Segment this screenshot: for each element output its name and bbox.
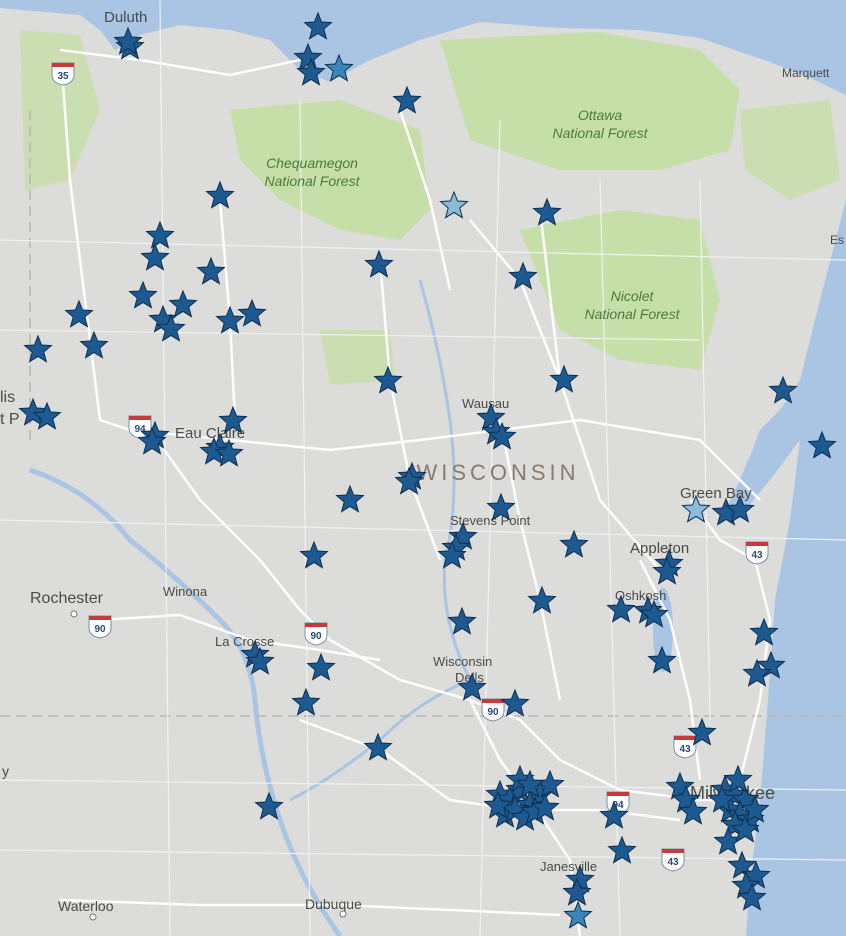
shield-label: 43 <box>751 550 763 561</box>
interstate-shield-icon: 43 <box>745 541 769 565</box>
city-label-waterloo: Waterloo <box>58 898 114 914</box>
lake-superior <box>0 0 846 95</box>
city-label-dubuque: Dubuque <box>305 896 362 912</box>
interstate-shield-icon: 94 <box>606 791 630 815</box>
state-label: WISCONSIN <box>416 460 579 485</box>
forest-ottawa <box>440 32 740 170</box>
forest-label-ottawa-2: National Forest <box>553 125 649 141</box>
city-label-duluth: Duluth <box>104 9 147 26</box>
city-label-appleton: Appleton <box>630 540 689 557</box>
city-dot-icon <box>339 910 347 918</box>
forest-upper-mi <box>740 100 840 200</box>
mississippi-river <box>29 467 343 936</box>
shield-label: 43 <box>667 857 679 868</box>
forest-label-nicolet-1: Nicolet <box>611 288 655 304</box>
interstate-shield-icon: 94 <box>128 415 152 439</box>
city-label-fragment-3: y <box>2 763 9 779</box>
shield-label: 35 <box>57 71 69 82</box>
interstate-shield-icon: 43 <box>661 848 685 872</box>
forest-nicolet <box>520 210 720 370</box>
shield-label: 94 <box>612 800 624 811</box>
city-label-fragment-2: t P <box>0 411 20 428</box>
forest-west <box>20 30 100 190</box>
city-label-wisconsin-dells-2: Dells <box>455 670 484 685</box>
city-labels: Duluth Marquett Wausau Eau Claire Green … <box>0 9 844 914</box>
shield-label: 90 <box>487 707 499 718</box>
forest-label-chequamegon-1: Chequamegon <box>266 155 358 171</box>
forest-label-nicolet-2: National Forest <box>585 306 681 322</box>
lake-michigan <box>730 200 846 936</box>
interstate-shield-icon: 90 <box>88 615 112 639</box>
city-dots <box>70 610 347 921</box>
city-label-fragment-4: Es <box>830 233 844 247</box>
city-dot-icon <box>70 610 78 618</box>
city-label-wisconsin-dells-1: Wisconsin <box>433 654 492 669</box>
interstate-shield-icon: 90 <box>481 698 505 722</box>
shield-label: 90 <box>94 624 106 635</box>
highway-shields: 35 94 90 90 90 43 43 43 94 <box>51 62 769 872</box>
interstate-shield-icon: 90 <box>304 622 328 646</box>
forest-label-ottawa-1: Ottawa <box>578 107 623 123</box>
city-label-oshkosh: Oshkosh <box>615 588 666 603</box>
forest-central <box>320 330 395 385</box>
city-label-marquette: Marquett <box>782 66 830 80</box>
interstate-shield-icon: 35 <box>51 62 75 86</box>
shield-label: 43 <box>679 744 691 755</box>
city-label-janesville: Janesville <box>540 859 597 874</box>
city-label-stevens-point: Stevens Point <box>450 513 531 528</box>
forest-labels: Chequamegon National Forest Ottawa Natio… <box>265 107 681 322</box>
city-label-fragment-1: lis <box>0 389 15 406</box>
city-label-winona: Winona <box>163 584 208 599</box>
city-label-green-bay: Green Bay <box>680 485 752 502</box>
city-dot-icon <box>89 913 97 921</box>
city-label-wausau: Wausau <box>462 396 509 411</box>
shield-label: 90 <box>310 631 322 642</box>
city-label-rochester: Rochester <box>30 590 104 607</box>
city-label-la-crosse: La Crosse <box>215 634 274 649</box>
interstate-shield-icon: 43 <box>673 735 697 759</box>
shield-label: 94 <box>134 424 146 435</box>
forest-chequamegon <box>230 100 430 240</box>
forest-label-chequamegon-2: National Forest <box>265 173 361 189</box>
